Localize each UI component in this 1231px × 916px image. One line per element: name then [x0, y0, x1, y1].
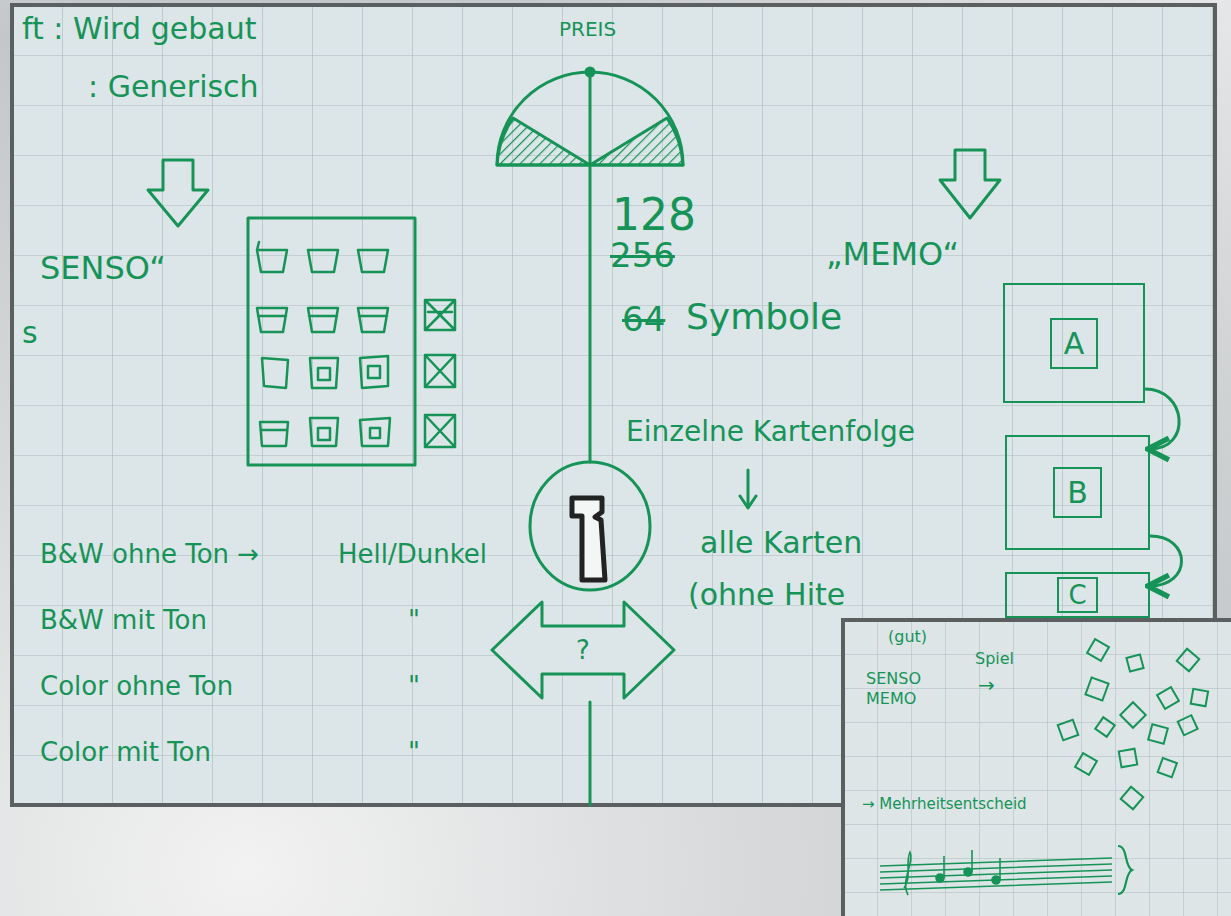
note — [992, 876, 1000, 884]
card-symbol: B — [1053, 467, 1102, 518]
brace — [1118, 846, 1132, 894]
button-icon — [257, 308, 287, 332]
button-icon — [262, 358, 288, 388]
struck-label: 256 — [610, 236, 675, 275]
handwritten-label: (gut) — [888, 628, 927, 646]
senso-buttons — [257, 242, 455, 447]
button-icon — [360, 356, 388, 388]
handwritten-label: Color ohne Ton — [40, 672, 233, 702]
button-icon — [1177, 649, 1200, 672]
memo-card: C — [1005, 572, 1150, 618]
handwritten-label: (ohne Hite — [688, 578, 845, 613]
note — [964, 868, 972, 876]
arrow-head — [740, 496, 756, 508]
clef — [904, 852, 911, 895]
note — [936, 874, 944, 882]
button-icon — [1126, 654, 1143, 671]
curved-arrow — [1150, 536, 1182, 586]
handwritten-label: : Generisch — [88, 70, 259, 105]
handwritten-label: SENSO“ — [40, 250, 166, 287]
button-icon — [358, 308, 388, 332]
button-icon — [1085, 677, 1108, 700]
figure-icon — [572, 498, 605, 580]
note-stem — [999, 858, 1001, 880]
dial-dot — [586, 68, 594, 76]
button-icon — [1158, 758, 1177, 777]
button-icon — [1120, 702, 1145, 727]
handwritten-label: MEMO — [866, 690, 916, 708]
button-icon — [1087, 639, 1109, 661]
button-icon — [310, 418, 338, 446]
handwritten-label: s — [22, 316, 38, 351]
button-icon — [257, 242, 287, 272]
card-symbol: C — [1057, 577, 1097, 614]
hatched-segment — [590, 118, 683, 165]
down-arrow — [148, 160, 208, 226]
crossed-icon — [425, 300, 455, 330]
senso-grid-frame — [248, 218, 415, 465]
button-icon — [1148, 724, 1168, 744]
button-icon — [310, 358, 338, 388]
handwritten-label: " — [408, 738, 420, 768]
curved-arrow — [1145, 389, 1179, 449]
handwritten-label: " — [408, 672, 420, 702]
button-icon — [260, 422, 288, 446]
handwritten-label: „MEMO“ — [826, 236, 959, 273]
handwritten-label: B&W ohne Ton → — [40, 540, 259, 570]
handwritten-label: → — [978, 674, 995, 697]
handwritten-label: SENSO — [866, 670, 921, 688]
handwritten-label: 128 — [612, 190, 696, 241]
handwritten-label: " — [408, 606, 420, 636]
handwritten-label: → Mehrheitsentscheid — [862, 796, 1027, 813]
crossed-icon — [425, 415, 455, 447]
handwritten-label: ft : Wird gebaut — [22, 12, 256, 47]
button-icon — [360, 418, 390, 446]
button-icon — [1058, 720, 1079, 741]
note-stem — [971, 850, 973, 872]
button-icon — [308, 308, 338, 332]
scale-line — [589, 72, 592, 462]
button-icon — [1075, 753, 1097, 775]
memo-card: A — [1003, 283, 1145, 403]
hatched-segment — [497, 118, 590, 165]
button-icon — [1191, 689, 1208, 706]
button-cluster — [1058, 639, 1208, 809]
button-icon — [1119, 749, 1138, 768]
button-icon — [1095, 717, 1114, 736]
grid-lines — [843, 620, 1231, 916]
button-icon — [1157, 687, 1179, 709]
note-stem — [943, 856, 945, 878]
scale-line — [589, 702, 592, 805]
staff-lines — [880, 858, 1112, 890]
handwritten-label: Einzelne Kartenfolge — [626, 416, 915, 448]
music-staff — [880, 846, 1132, 895]
sketch-strokes — [148, 68, 1000, 805]
memo-card: B — [1005, 435, 1150, 550]
button-icon — [358, 250, 388, 272]
handwritten-label: B&W mit Ton — [40, 606, 207, 636]
handwritten-label: PREIS — [559, 18, 616, 41]
down-arrow — [747, 470, 750, 506]
crossed-icon — [425, 355, 455, 387]
double-arrow-outline — [492, 602, 674, 698]
handwritten-label: alle Karten — [700, 526, 862, 561]
button-icon — [308, 250, 338, 272]
double-arrow: ? — [490, 598, 676, 702]
handwritten-label: Color mit Ton — [40, 738, 211, 768]
slider-knob — [530, 462, 650, 590]
handwritten-label: Hell/Dunkel — [338, 540, 487, 570]
button-icon — [1178, 715, 1198, 735]
card-symbol: A — [1050, 318, 1099, 369]
struck-label: 64 — [622, 300, 665, 339]
down-arrow — [940, 150, 1000, 218]
inset-paper — [843, 620, 1231, 916]
photo-frame — [843, 620, 1231, 916]
handwritten-label: Spiel — [975, 650, 1014, 668]
handwritten-label: Symbole — [686, 296, 842, 337]
question-mark: ? — [576, 636, 590, 665]
button-icon — [1121, 787, 1144, 810]
